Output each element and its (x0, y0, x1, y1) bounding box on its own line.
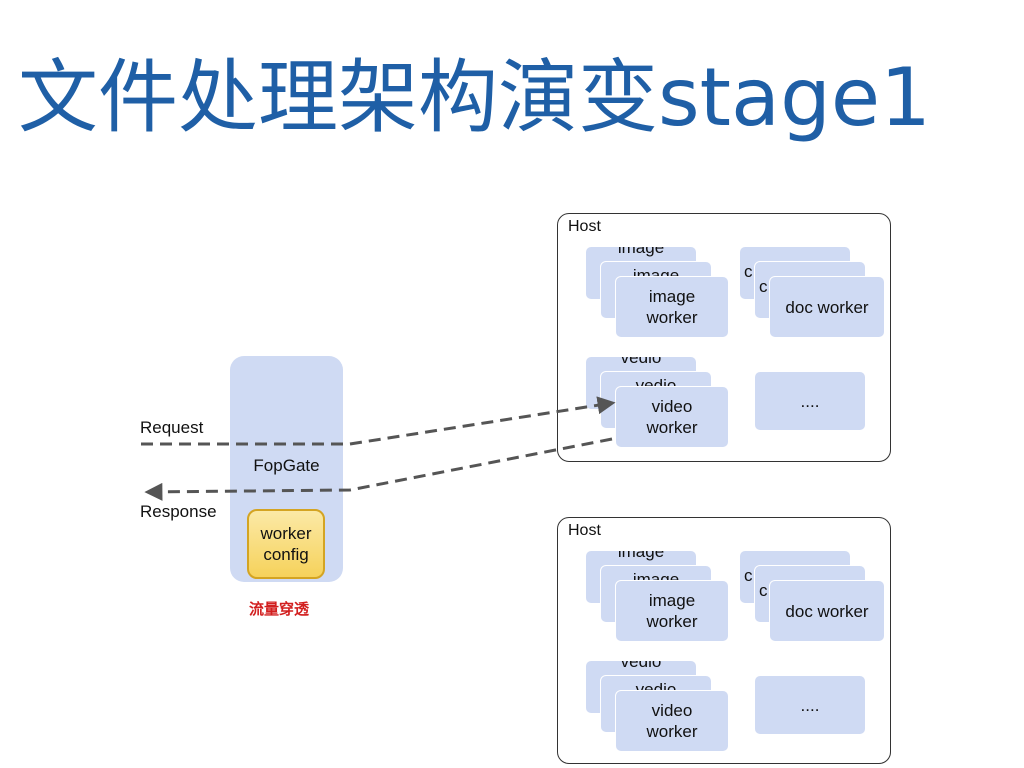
config-line1: worker (260, 524, 312, 543)
image-worker-line2: worker (646, 308, 698, 327)
host-label: Host (568, 522, 601, 539)
host-box-2: Host image image image worker c c doc wo… (557, 517, 891, 764)
video-worker-line1: video (651, 701, 693, 720)
page-title: 文件处理架构演变stage1 (18, 51, 931, 144)
fopgate-label: FopGate (253, 456, 320, 475)
worker-config-box: worker config (247, 509, 325, 579)
request-path (141, 396, 616, 446)
doc-worker-label: doc worker (785, 297, 869, 317)
more-workers-card: .... (754, 675, 866, 735)
more-workers-label: .... (800, 391, 820, 411)
host-label: Host (568, 218, 601, 235)
image-worker-card: image worker (615, 276, 729, 338)
traffic-passthrough-note: 流量穿透 (249, 600, 310, 618)
video-worker-line2: worker (646, 418, 698, 437)
video-worker-line2: worker (646, 722, 698, 741)
video-worker-card: video worker (615, 386, 729, 448)
doc-worker-card: doc worker (769, 276, 885, 338)
more-workers-label: .... (800, 695, 820, 715)
doc-worker-card: doc worker (769, 580, 885, 642)
video-worker-line1: video (651, 397, 693, 416)
doc-worker-label: doc worker (785, 601, 869, 621)
image-worker-line2: worker (646, 612, 698, 631)
host-box-1: Host image image image worker c c doc wo… (557, 213, 891, 462)
image-worker-card: image worker (615, 580, 729, 642)
video-worker-card: video worker (615, 690, 729, 752)
response-path (144, 437, 613, 501)
config-line2: config (263, 545, 309, 564)
request-label: Request (140, 418, 204, 437)
response-label: Response (140, 502, 217, 521)
image-worker-line1: image (648, 287, 696, 306)
more-workers-card: .... (754, 371, 866, 431)
image-worker-line1: image (648, 591, 696, 610)
